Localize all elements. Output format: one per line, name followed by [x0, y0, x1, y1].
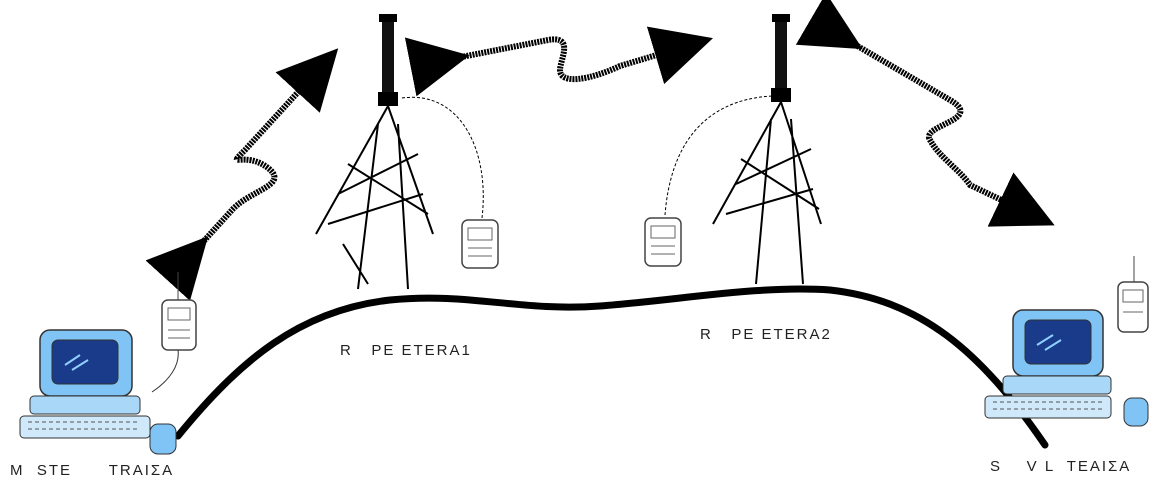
label-repeater-1: R PE ETERΑ1 [340, 342, 472, 359]
wireless-link-repeater1-repeater2 [446, 39, 690, 79]
mouse-icon [150, 424, 176, 454]
antenna-cable-repeater1 [402, 97, 483, 218]
desktop-computer-icon [985, 310, 1111, 418]
radio-modem-icon [1118, 256, 1148, 332]
cable-line [178, 289, 1045, 445]
radio-modem-icon [645, 218, 681, 266]
desktop-computer-icon [20, 330, 150, 438]
label-repeater-2: R PE ETERΑ2 [700, 326, 832, 343]
antenna-cable-repeater2 [665, 96, 772, 215]
radio-tower-icon [713, 14, 821, 284]
label-slave-station: S V L TEΑΙΣΑ [990, 458, 1131, 475]
radio-tower-icon [316, 14, 433, 289]
label-master-station: M STE TRΑΙΣΑ [10, 462, 174, 479]
radio-modem-icon [462, 220, 498, 268]
radio-modem-icon [162, 272, 196, 350]
wireless-link-repeater2-slave [842, 37, 1033, 215]
wireless-link-master-repeater1 [192, 66, 322, 254]
mouse-icon [1124, 398, 1148, 426]
